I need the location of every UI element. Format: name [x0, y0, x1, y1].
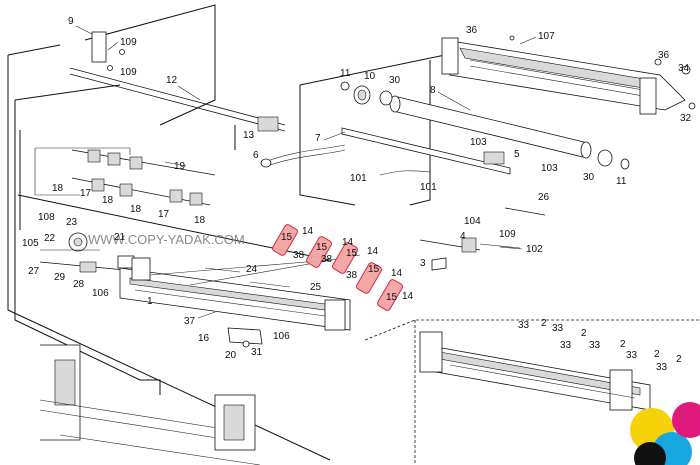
callout-21: 21	[114, 232, 126, 243]
callout-2: 2	[676, 354, 682, 365]
callout-36: 36	[466, 25, 478, 36]
roller-assembly-19	[34, 147, 216, 206]
callout-6: 6	[253, 150, 259, 161]
main-frame-1	[119, 254, 361, 331]
callout-2: 2	[541, 318, 547, 329]
callout-26: 26	[538, 192, 550, 203]
callout-33: 33	[518, 320, 530, 331]
callout-18: 18	[102, 195, 114, 206]
callout-108: 108	[38, 212, 55, 223]
callout-11: 11	[340, 68, 351, 79]
callout-2: 2	[620, 339, 626, 350]
callout-5: 5	[514, 149, 520, 160]
callout-labels: 9 109 109 12 13 11 10 30 8 36 107 36 34 …	[22, 16, 692, 373]
callout-14: 14	[367, 246, 379, 257]
callout-106: 106	[92, 288, 109, 299]
callout-25: 25	[310, 282, 322, 293]
callout-15: 15	[316, 242, 328, 253]
callout-7: 7	[315, 133, 321, 144]
callout-22: 22	[44, 233, 56, 244]
callout-1: 1	[147, 296, 153, 307]
callout-14: 14	[391, 268, 403, 279]
callout-29: 29	[54, 272, 66, 283]
callout-19: 19	[174, 161, 186, 172]
callout-2: 2	[654, 349, 660, 360]
callout-11: 11	[616, 176, 627, 187]
callout-28: 28	[73, 279, 85, 290]
callout-101: 101	[420, 182, 437, 193]
callout-30: 30	[583, 172, 595, 183]
callout-17: 17	[158, 209, 170, 220]
callout-32: 32	[680, 113, 692, 124]
watermark-text: WWW.COPY-YADAK.COM	[88, 232, 245, 247]
callout-103: 103	[541, 163, 558, 174]
callout-103: 103	[470, 137, 487, 148]
callout-36: 36	[658, 50, 670, 61]
callout-30: 30	[389, 75, 401, 86]
leader-lines	[75, 25, 537, 319]
callout-12: 12	[166, 75, 178, 86]
callout-33: 33	[589, 340, 601, 351]
callout-38: 38	[346, 270, 358, 281]
callout-105: 105	[22, 238, 39, 249]
callout-4: 4	[460, 231, 466, 242]
inset-assembly	[419, 331, 651, 411]
callout-10: 10	[364, 71, 376, 82]
callout-33: 33	[560, 340, 572, 351]
callout-14: 14	[342, 237, 354, 248]
callout-38: 38	[293, 250, 305, 261]
callout-13: 13	[243, 130, 255, 141]
callout-15: 15	[386, 292, 398, 303]
callout-2: 2	[581, 328, 587, 339]
callout-109: 109	[120, 37, 137, 48]
callout-106: 106	[273, 331, 290, 342]
callout-8: 8	[430, 85, 436, 96]
callout-34: 34	[678, 63, 690, 74]
callout-15: 15	[346, 248, 358, 259]
callout-31: 31	[251, 347, 263, 358]
callout-18: 18	[194, 215, 206, 226]
callout-14: 14	[402, 291, 414, 302]
callout-101: 101	[350, 173, 367, 184]
roller-8	[340, 81, 630, 170]
callout-109: 109	[499, 229, 516, 240]
callout-37: 37	[184, 316, 196, 327]
callout-15: 15	[281, 232, 293, 243]
callout-17: 17	[80, 188, 92, 199]
bracket-16	[227, 327, 263, 348]
callout-18: 18	[52, 183, 64, 194]
shaft-12	[69, 31, 286, 132]
rail-7	[260, 127, 511, 176]
logo-magenta-disc	[672, 402, 700, 438]
callout-23: 23	[66, 217, 78, 228]
callout-15: 15	[368, 264, 380, 275]
brand-logo	[630, 402, 700, 465]
callout-20: 20	[225, 350, 237, 361]
callout-107: 107	[538, 31, 555, 42]
gears-left	[39, 232, 135, 273]
callout-33: 33	[552, 323, 564, 334]
callout-24: 24	[246, 264, 258, 275]
callout-18: 18	[130, 204, 142, 215]
callout-104: 104	[464, 216, 481, 227]
assembly-107	[441, 35, 696, 115]
machine-frame-bottom-left	[39, 344, 261, 465]
callout-33: 33	[656, 362, 668, 373]
highlighted-parts-15	[272, 224, 403, 311]
callout-3: 3	[420, 258, 426, 269]
callout-16: 16	[198, 333, 210, 344]
callout-38: 38	[321, 254, 333, 265]
logo-black-disc	[634, 442, 666, 465]
callout-109: 109	[120, 67, 137, 78]
callout-33: 33	[626, 350, 638, 361]
callout-102: 102	[526, 244, 543, 255]
callout-9: 9	[68, 16, 74, 27]
callout-14: 14	[302, 226, 314, 237]
lever-parts	[419, 207, 546, 271]
callout-27: 27	[28, 266, 40, 277]
